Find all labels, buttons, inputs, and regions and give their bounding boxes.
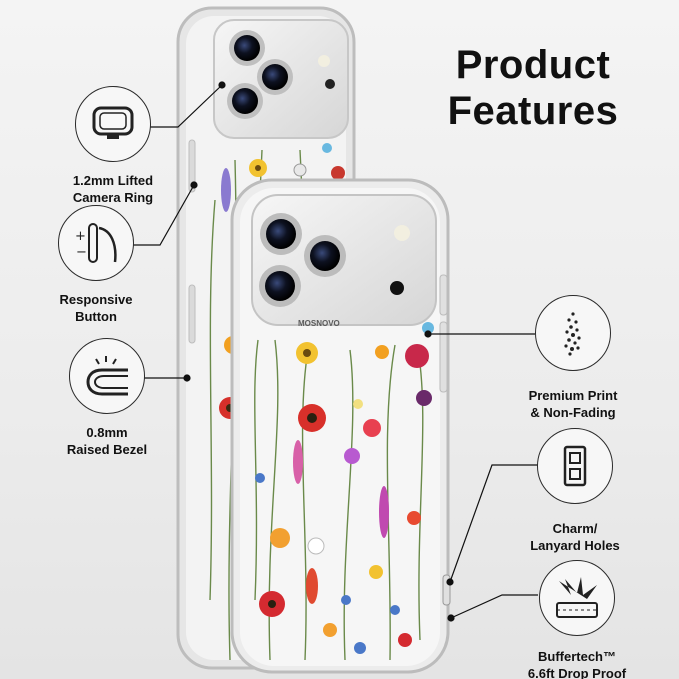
impact-icon	[556, 577, 598, 618]
feature-camera-ring: 1.2mm Lifted Camera Ring	[58, 86, 168, 206]
button-icon: + −	[75, 223, 117, 263]
title-line-2: Features	[447, 89, 619, 133]
feature-icon-circle: + −	[58, 205, 134, 281]
front-phone: MOSNOVO	[230, 178, 451, 674]
feature-responsive-button: + − Responsive Button	[41, 205, 151, 325]
svg-text:−: −	[76, 245, 87, 260]
bezel-icon	[86, 356, 128, 396]
print-dots-icon	[564, 312, 581, 356]
svg-text:+: +	[75, 229, 86, 244]
brand-mark: MOSNOVO	[298, 319, 340, 328]
feature-premium-print: Premium Print & Non-Fading	[518, 295, 628, 421]
lanyard-hole-icon	[563, 445, 587, 487]
feature-label: Charm/ Lanyard Holes	[530, 521, 620, 553]
feature-raised-bezel: 0.8mm Raised Bezel	[52, 338, 162, 458]
camera-ring-icon	[92, 106, 134, 139]
front-flowers	[255, 322, 434, 654]
pointer-dot	[218, 81, 226, 89]
feature-icon-circle	[535, 295, 611, 371]
feature-label: 0.8mm Raised Bezel	[66, 425, 148, 457]
feature-icon-circle	[539, 560, 615, 636]
feature-icon-circle	[537, 428, 613, 504]
page-title: Product Features	[433, 42, 633, 134]
feature-label: Buffertech™ 6.6ft Drop Proof	[527, 649, 627, 679]
feature-label: Premium Print & Non-Fading	[528, 388, 618, 420]
feature-label: 1.2mm Lifted Camera Ring	[72, 173, 154, 205]
feature-label: Responsive Button	[59, 292, 133, 324]
feature-lanyard-holes: Charm/ Lanyard Holes	[520, 428, 630, 554]
title-line-1: Product	[455, 43, 611, 87]
feature-icon-circle	[75, 86, 151, 162]
feature-icon-circle	[69, 338, 145, 414]
feature-drop-proof: Buffertech™ 6.6ft Drop Proof	[522, 560, 632, 679]
pointer-lines	[130, 81, 540, 622]
